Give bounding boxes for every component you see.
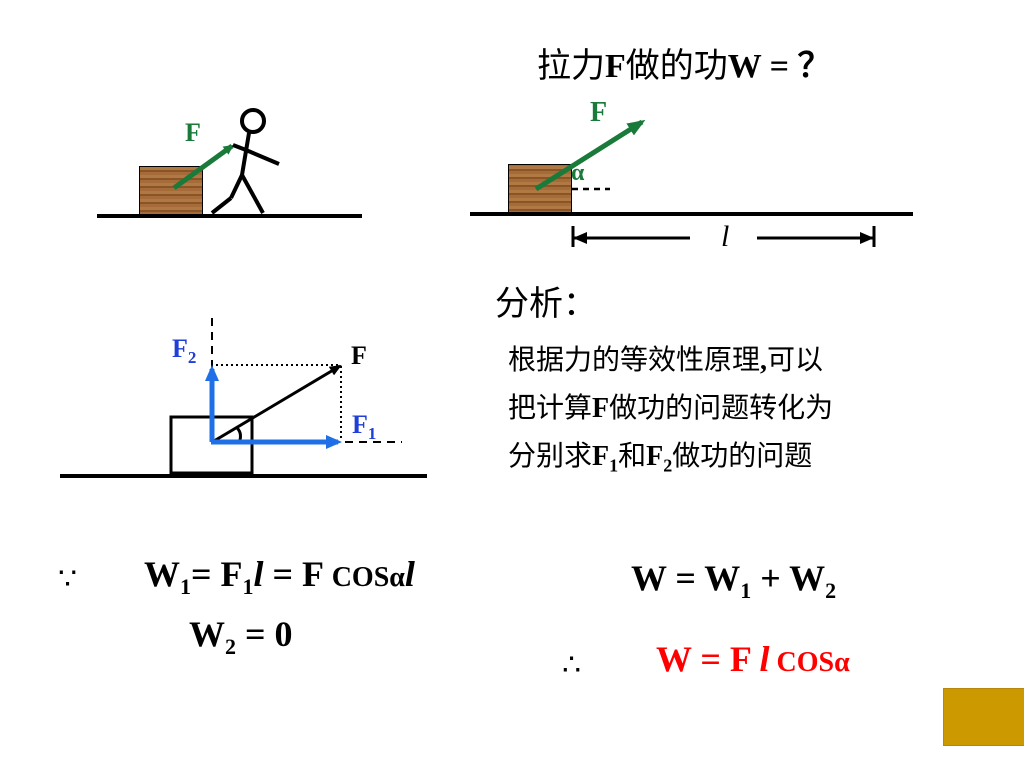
analysis-body: 根据力的等效性原理,可以 把计算F做功的问题转化为 分别求F1和F2做功的问题 (508, 336, 978, 490)
angle-label: α (571, 160, 585, 186)
wood-box-2 (508, 164, 572, 215)
equation-final: W = F l COSα (656, 639, 850, 679)
force-arrow-2 (534, 119, 646, 192)
F1-letter: F (352, 410, 368, 439)
F2-letter: F (172, 334, 188, 363)
F2-subscript: 2 (187, 348, 197, 368)
force-arrow-1 (172, 143, 234, 191)
title-work-symbol: W = ？ (727, 48, 832, 85)
force-arrow-F (213, 364, 342, 443)
F1-label: F1 (352, 410, 376, 444)
equation-w1: W1= F1l = F COSαl (144, 554, 415, 600)
equation-w2: W2 = 0 (189, 614, 293, 660)
F1-subscript: 1 (367, 424, 377, 444)
analysis-line-1: 根据力的等效性原理,可以 (508, 343, 824, 376)
force-label-2: F (590, 97, 608, 128)
therefore-symbol: ∴ (562, 648, 582, 683)
analysis-line-3: 分别求F1和F2做功的问题 (508, 439, 813, 476)
length-label: l (721, 220, 730, 253)
analysis-heading: 分析： (495, 284, 597, 324)
equation-sum: W = W1 + W2 (631, 558, 837, 604)
title-force-symbol: F (605, 48, 626, 85)
diagram-force-decomposition (60, 318, 427, 478)
decorative-gold-square (943, 688, 1024, 746)
angle-arc (234, 425, 242, 441)
title-text: 拉力 (537, 46, 605, 86)
because-symbol: ∵ (58, 562, 78, 597)
force-label-1: F (185, 118, 201, 147)
analysis-line-2: 把计算F做功的问题转化为 (508, 391, 834, 424)
person-head (240, 108, 266, 134)
page-title: 拉力F做的功W = ？ (537, 38, 832, 87)
F-label: F (351, 341, 367, 370)
F2-label: F2 (172, 334, 196, 368)
diagram-angled-force (470, 119, 913, 247)
title-text-2: 做的功 (625, 46, 728, 86)
diagram-person-pulling (97, 108, 362, 218)
